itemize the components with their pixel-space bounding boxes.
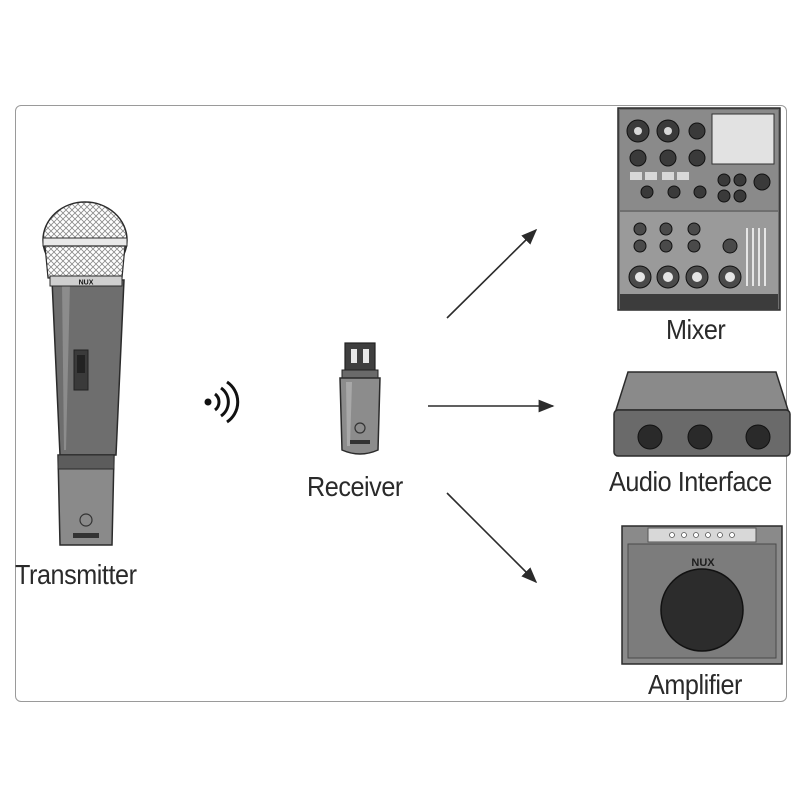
- audio-interface-device: [613, 371, 791, 457]
- mic-band: [42, 237, 128, 247]
- amp-speaker: [660, 568, 744, 652]
- amplifier-device: NUX: [621, 525, 783, 665]
- label-amplifier: Amplifier: [648, 669, 742, 700]
- mic-logo: NUX: [79, 280, 94, 287]
- label-audio-interface: Audio Interface: [609, 466, 772, 497]
- label-receiver: Receiver: [307, 471, 403, 502]
- wireless-signal-icon: [204, 380, 240, 424]
- receiver-device: [339, 342, 381, 455]
- receiver-plug: [344, 342, 376, 374]
- mixer-device: [617, 107, 781, 311]
- arrow-to-mixer: [446, 228, 538, 319]
- amp-logo: NUX: [691, 557, 715, 569]
- microphone-transmitter: NUX: [42, 201, 128, 546]
- arrow-to-amplifier: [446, 492, 538, 584]
- label-mixer: Mixer: [666, 314, 726, 345]
- label-transmitter: Transmitter: [15, 559, 137, 590]
